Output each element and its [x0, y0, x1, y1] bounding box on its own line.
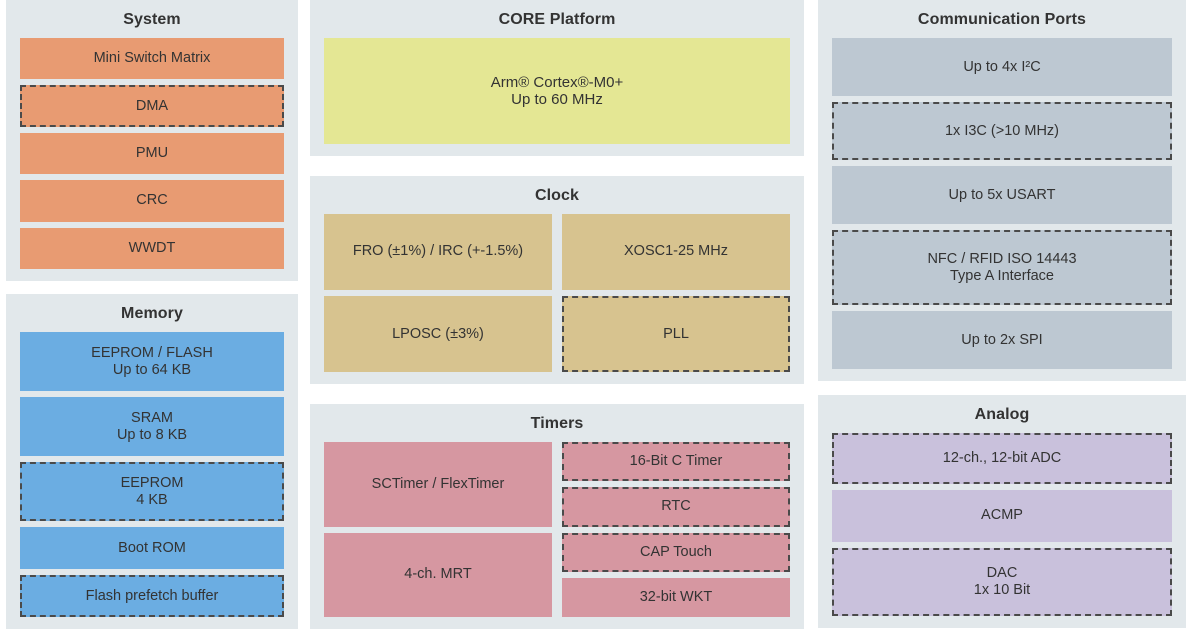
- block-dma[interactable]: DMA: [20, 85, 284, 127]
- block-crc[interactable]: CRC: [20, 180, 284, 222]
- block-pmu[interactable]: PMU: [20, 132, 284, 175]
- block-wwdt[interactable]: WWDT: [20, 227, 284, 270]
- panel-title-memory: Memory: [121, 305, 183, 322]
- clock-blocks: FRO (±1%) / IRC (+-1.5%) LPOSC (±3%) XOS…: [324, 213, 790, 373]
- timers-blocks: SCTimer / FlexTimer 4-ch. MRT 16-Bit C T…: [324, 442, 790, 618]
- block-arm-cortex-m0plus[interactable]: Arm® Cortex®-M0+Up to 60 MHz: [324, 38, 790, 144]
- panel-title-analog: Analog: [974, 406, 1030, 423]
- block-spi[interactable]: Up to 2x SPI: [832, 311, 1172, 369]
- core-blocks: Arm® Cortex®-M0+Up to 60 MHz: [324, 38, 790, 144]
- block-pll[interactable]: PLL: [562, 296, 790, 373]
- block-xosc[interactable]: XOSC1-25 MHz: [562, 213, 790, 291]
- block-i3c[interactable]: 1x I3C (>10 MHz): [832, 102, 1172, 160]
- panel-core-platform: CORE Platform Arm® Cortex®-M0+Up to 60 M…: [310, 0, 804, 156]
- block-acmp[interactable]: ACMP: [832, 490, 1172, 542]
- panel-title-core-platform: CORE Platform: [498, 11, 616, 28]
- comm-blocks: Up to 4x I²C 1x I3C (>10 MHz) Up to 5x U…: [832, 38, 1172, 369]
- clock-right-column: XOSC1-25 MHz PLL: [562, 213, 790, 373]
- block-usart[interactable]: Up to 5x USART: [832, 166, 1172, 224]
- block-adc[interactable]: 12-ch., 12-bit ADC: [832, 433, 1172, 485]
- block-rtc[interactable]: RTC: [562, 487, 790, 527]
- block-fro-irc[interactable]: FRO (±1%) / IRC (+-1.5%): [324, 213, 552, 291]
- system-blocks: Mini Switch Matrix DMA PMU CRC WWDT: [20, 38, 284, 270]
- block-sctimer-flextimer[interactable]: SCTimer / FlexTimer: [324, 442, 552, 527]
- panel-system: System Mini Switch Matrix DMA PMU CRC WW…: [6, 0, 298, 281]
- panel-title-system: System: [123, 11, 181, 28]
- panel-title-communication-ports: Communication Ports: [917, 11, 1087, 28]
- panel-title-clock: Clock: [534, 186, 580, 204]
- panel-clock: Clock FRO (±1%) / IRC (+-1.5%) LPOSC (±3…: [310, 175, 804, 385]
- block-lposc[interactable]: LPOSC (±3%): [324, 296, 552, 373]
- block-boot-rom[interactable]: Boot ROM: [20, 527, 284, 569]
- panel-timers: Timers SCTimer / FlexTimer 4-ch. MRT 16-…: [310, 404, 804, 629]
- block-flash-prefetch-buffer[interactable]: Flash prefetch buffer: [20, 575, 284, 617]
- panel-title-timers: Timers: [530, 415, 584, 433]
- block-i2c[interactable]: Up to 4x I²C: [832, 38, 1172, 96]
- block-4ch-mrt[interactable]: 4-ch. MRT: [324, 532, 552, 617]
- middle-column: CORE Platform Arm® Cortex®-M0+Up to 60 M…: [298, 0, 812, 629]
- right-column: Communication Ports Up to 4x I²C 1x I3C …: [812, 0, 1192, 629]
- block-mini-switch-matrix[interactable]: Mini Switch Matrix: [20, 38, 284, 80]
- block-cap-touch[interactable]: CAP Touch: [562, 532, 790, 572]
- timers-left-column: SCTimer / FlexTimer 4-ch. MRT: [324, 442, 552, 617]
- timers-right-column: 16-Bit C Timer RTC CAP Touch 32-bit WKT: [562, 442, 790, 618]
- panel-communication-ports: Communication Ports Up to 4x I²C 1x I3C …: [818, 0, 1186, 381]
- block-32bit-wkt[interactable]: 32-bit WKT: [562, 577, 790, 618]
- left-column: System Mini Switch Matrix DMA PMU CRC WW…: [0, 0, 298, 629]
- clock-left-column: FRO (±1%) / IRC (+-1.5%) LPOSC (±3%): [324, 213, 552, 373]
- block-16bit-c-timer[interactable]: 16-Bit C Timer: [562, 442, 790, 482]
